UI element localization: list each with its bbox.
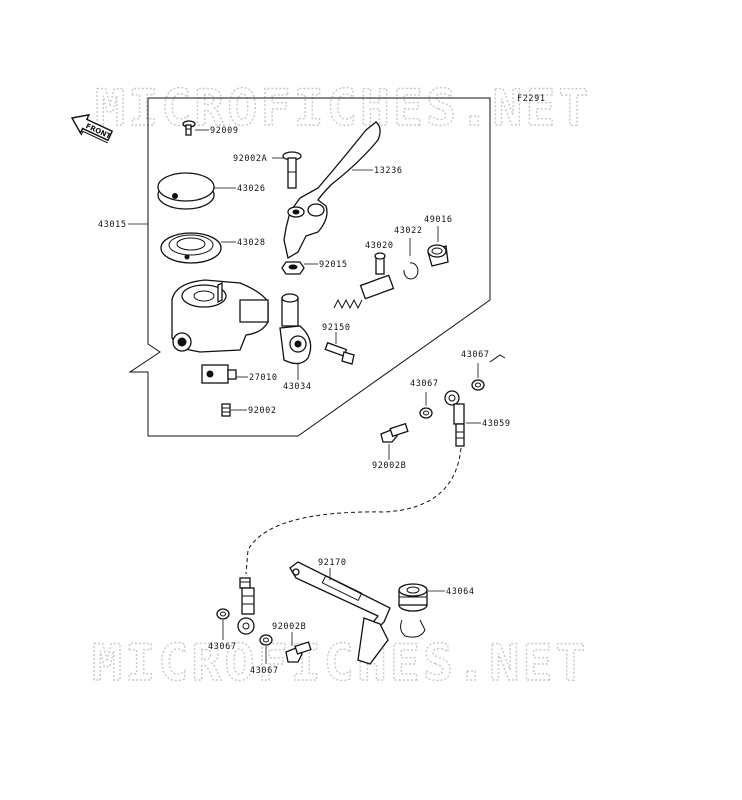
grommet-43064-icon bbox=[398, 583, 428, 638]
washer-43067b-icon bbox=[419, 407, 433, 419]
brake-hose-line bbox=[245, 447, 462, 575]
break-mark bbox=[489, 354, 506, 363]
watermark-bottom: MICROFICHES.NET bbox=[92, 634, 589, 692]
label-43067d: 43067 bbox=[250, 666, 279, 676]
washer-43067a-icon bbox=[471, 379, 485, 391]
diaphragm-43028-icon bbox=[160, 232, 222, 264]
bolt-92150-icon bbox=[324, 341, 355, 365]
label-43067c: 43067 bbox=[208, 642, 237, 652]
screw-92002-icon bbox=[221, 403, 231, 417]
label-43067b: 43067 bbox=[410, 379, 439, 389]
pivot-bolt-92002A-icon bbox=[282, 151, 302, 189]
label-92002A: 92002A bbox=[233, 154, 267, 164]
hose-fitting-43059-icon bbox=[444, 390, 465, 447]
watermark-top: MICROFICHES.NET bbox=[95, 79, 592, 137]
piston-spring-43020-icon bbox=[333, 252, 395, 310]
washer-43067d-icon bbox=[259, 634, 273, 646]
label-43026: 43026 bbox=[237, 184, 266, 194]
label-43059: 43059 bbox=[482, 419, 511, 429]
washer-43067c-icon bbox=[216, 608, 230, 620]
banjo-bolt-92002B-a-icon bbox=[380, 422, 409, 443]
label-13236: 13236 bbox=[374, 166, 403, 176]
hose-fitting-lower-icon bbox=[237, 577, 255, 635]
screw-92009-icon bbox=[182, 120, 196, 136]
circlip-43022-icon bbox=[403, 238, 419, 280]
dust-boot-49016-icon bbox=[427, 226, 449, 267]
label-92015: 92015 bbox=[319, 260, 348, 270]
label-43022: 43022 bbox=[394, 226, 423, 236]
brake-lever-13236-icon bbox=[283, 121, 381, 260]
label-43034: 43034 bbox=[283, 382, 312, 392]
label-92002B-b: 92002B bbox=[272, 622, 306, 632]
label-43067a: 43067 bbox=[461, 350, 490, 360]
label-49016: 49016 bbox=[424, 215, 453, 225]
label-92170: 92170 bbox=[318, 558, 347, 568]
assembly-outline bbox=[128, 97, 491, 437]
label-92009: 92009 bbox=[210, 126, 239, 136]
reservoir-cap-43026-icon bbox=[157, 172, 215, 210]
bracket-92170-icon bbox=[289, 561, 391, 665]
label-43015: 43015 bbox=[98, 220, 127, 230]
label-92002B-a: 92002B bbox=[372, 461, 406, 471]
banjo-bolt-92002B-b-icon bbox=[285, 641, 312, 663]
label-43020: 43020 bbox=[365, 241, 394, 251]
brake-switch-27010-icon bbox=[201, 364, 237, 384]
clamp-43034-icon bbox=[279, 293, 312, 365]
master-cylinder-body-icon bbox=[171, 279, 269, 353]
label-27010: 27010 bbox=[249, 373, 278, 383]
nut-92015-icon bbox=[281, 261, 305, 275]
label-92150: 92150 bbox=[322, 323, 351, 333]
label-92002: 92002 bbox=[248, 406, 277, 416]
label-43028: 43028 bbox=[237, 238, 266, 248]
label-43064: 43064 bbox=[446, 587, 475, 597]
figure-code: F2291 bbox=[517, 94, 546, 104]
